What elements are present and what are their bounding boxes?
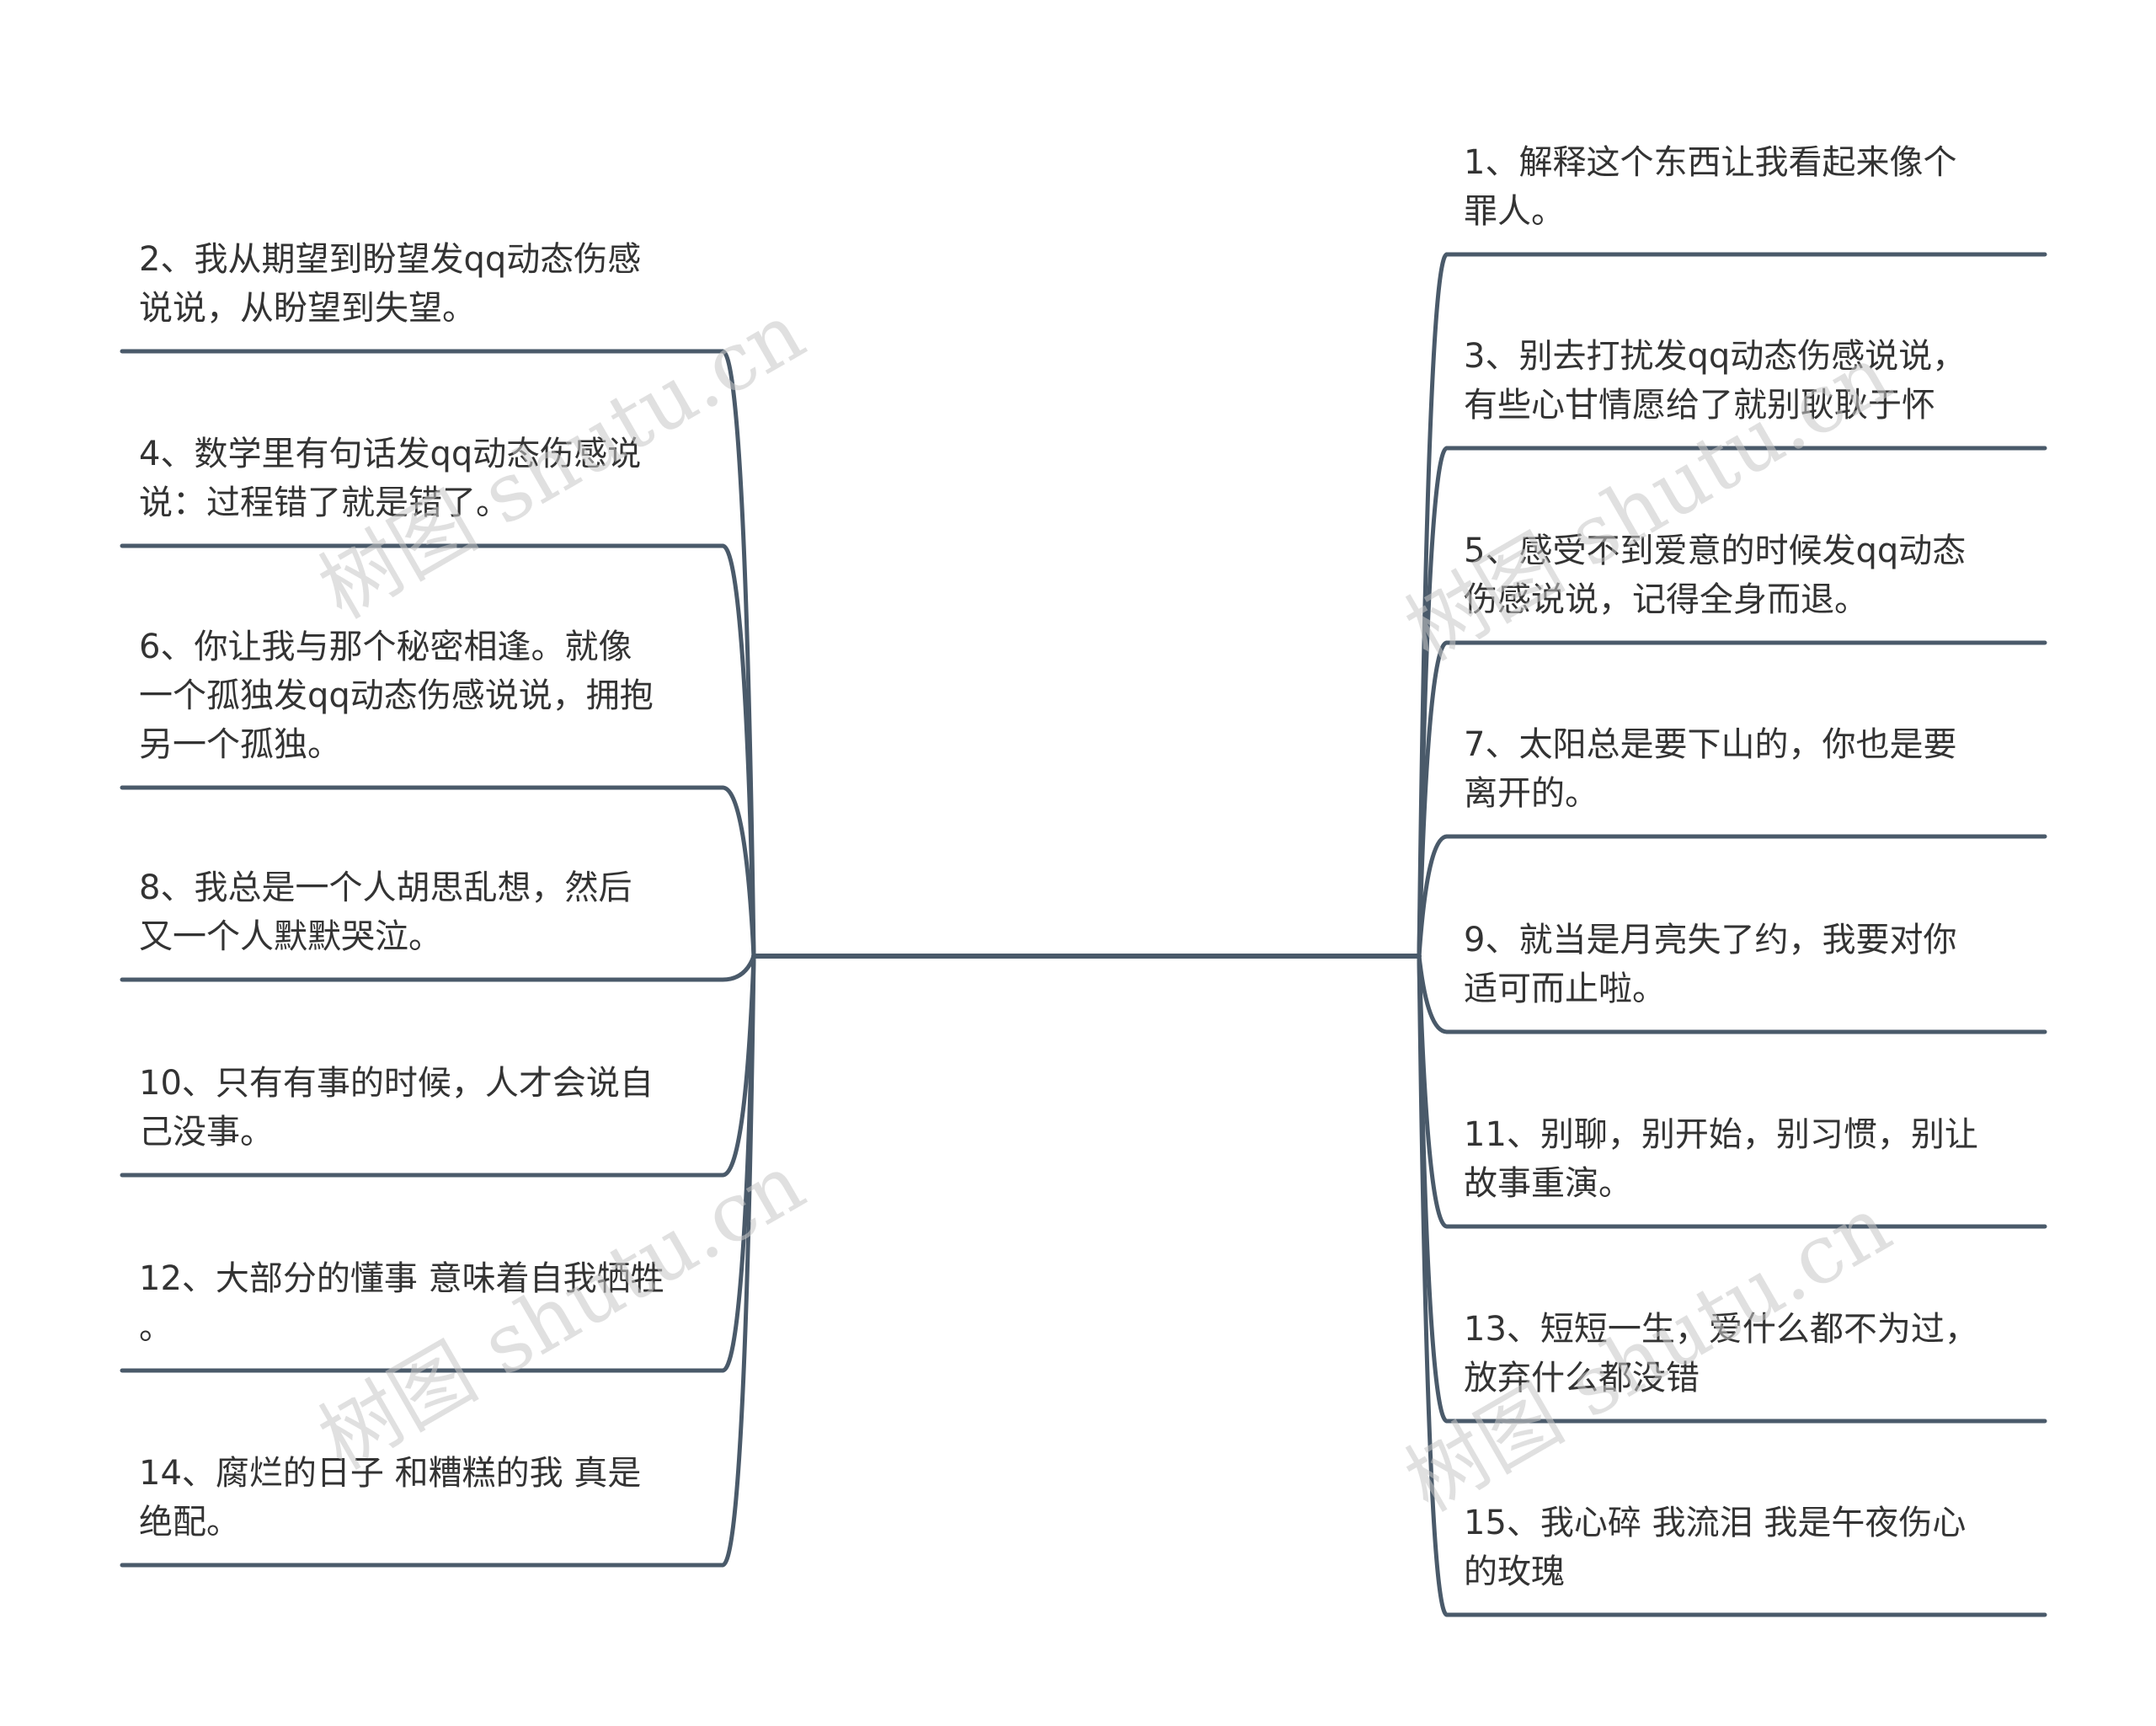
left-node-text-6: 6、你让我与那个秘密相逢。就像一个孤独发qq动态伤感说说，拥抱另一个孤独。	[139, 623, 654, 769]
node-text-line: 有些心甘情愿给了就别耿耿于怀	[1464, 386, 1935, 425]
right-node-text-13: 13、短短一生，爱什么都不为过， 放弃什么都没错	[1464, 1305, 1978, 1403]
left-node-text-2: 2、我从期望到盼望发qq动态伤感说说，从盼望到失望。	[139, 235, 641, 333]
left-branch-connector-8	[720, 954, 756, 982]
node-text-line: 4、数学里有句话发qq动态伤感说	[139, 435, 642, 473]
node-text-line: 3、别去打扰发qq动态伤感说说，	[1464, 337, 1967, 376]
node-text-line: 说说，从盼望到失望。	[139, 289, 476, 328]
right-node-text-9: 9、就当是月亮失了约，我要对你适可而止啦。	[1464, 916, 1956, 1013]
right-branch-connector-15	[1417, 954, 1449, 1617]
node-text-line: 己没事。	[139, 1113, 274, 1152]
right-node-text-1: 1、解释这个东西让我看起来像个罪人。	[1464, 138, 1956, 236]
left-node-text-4: 4、数学里有句话发qq动态伤感说说：过程错了就是错了。	[139, 430, 641, 527]
node-text-line: 放弃什么都没错	[1464, 1359, 1700, 1397]
node-text-line: 适可而止啦。	[1464, 970, 1666, 1008]
node-text-line: 10、只有有事的时候，人才会说自	[139, 1064, 654, 1103]
right-node-text-7: 7、太阳总是要下山的，你也是要离开的。	[1464, 720, 1956, 818]
node-text-line: 。	[139, 1308, 173, 1347]
node-text-line: 绝配。	[139, 1503, 240, 1542]
left-branch-connector-14	[720, 954, 756, 1568]
node-text-line: 1、解释这个东西让我看起来像个	[1464, 143, 1957, 182]
left-node-text-14: 14、腐烂的日子 和糟糕的我 真是绝配。	[139, 1449, 641, 1547]
node-text-line: 9、就当是月亮失了约，我要对你	[1464, 921, 1957, 959]
right-branch-connector-5	[1417, 640, 1449, 959]
left-node-text-10: 10、只有有事的时候，人才会说自己没事。	[139, 1059, 654, 1157]
node-text-line: 故事重演。	[1464, 1164, 1632, 1203]
node-text-line: 12、大部分的懂事 意味着自我牺牲	[139, 1259, 664, 1298]
node-text-line: 15、我心碎 我流泪 我是午夜伤心	[1464, 1504, 1967, 1542]
node-text-line: 说：过程错了就是错了。	[139, 484, 510, 522]
node-text-line: 罪人。	[1464, 192, 1565, 231]
node-text-line: 又一个人默默哭泣。	[139, 917, 442, 956]
node-text-line: 2、我从期望到盼望发qq动态伤感	[139, 240, 642, 279]
right-branch-connector-7	[1417, 834, 1449, 959]
left-node-text-8: 8、我总是一个人胡思乱想，然后又一个人默默哭泣。	[139, 863, 632, 961]
node-text-line: 伤感说说，记得全身而退。	[1464, 580, 1868, 619]
left-node-text-12: 12、大部分的懂事 意味着自我牺牲。	[139, 1254, 664, 1352]
left-branch-connector-6	[720, 785, 756, 959]
node-text-line: 14、腐烂的日子 和糟糕的我 真是	[139, 1454, 642, 1493]
node-text-line: 的玫瑰	[1464, 1552, 1565, 1591]
left-branch-connector-2	[720, 349, 756, 959]
node-text-line: 另一个孤独。	[139, 725, 341, 764]
right-node-text-5: 5、感受不到爱意的时候发qq动态伤感说说，记得全身而退。	[1464, 526, 1966, 624]
node-text-line: 一个孤独发qq动态伤感说说，拥抱	[139, 676, 654, 715]
left-branch-connector-4	[720, 543, 756, 959]
right-node-text-11: 11、别聊，别开始，别习惯，别让故事重演。	[1464, 1110, 1978, 1208]
node-text-line: 6、你让我与那个秘密相逢。就像	[139, 628, 632, 666]
right-node-text-15: 15、我心碎 我流泪 我是午夜伤心的玫瑰	[1464, 1499, 1966, 1596]
node-text-line: 离开的。	[1464, 774, 1598, 813]
node-text-line: 7、太阳总是要下山的，你也是要	[1464, 725, 1957, 764]
node-text-line: 11、别聊，别开始，别习惯，别让	[1464, 1115, 1978, 1154]
node-text-line: 13、短短一生，爱什么都不为过，	[1464, 1310, 1978, 1349]
node-text-line: 8、我总是一个人胡思乱想，然后	[139, 868, 632, 907]
right-node-text-3: 3、别去打扰发qq动态伤感说说， 有些心甘情愿给了就别耿耿于怀	[1464, 332, 1966, 430]
node-text-line: 5、感受不到爱意的时候发qq动态	[1464, 532, 1967, 570]
